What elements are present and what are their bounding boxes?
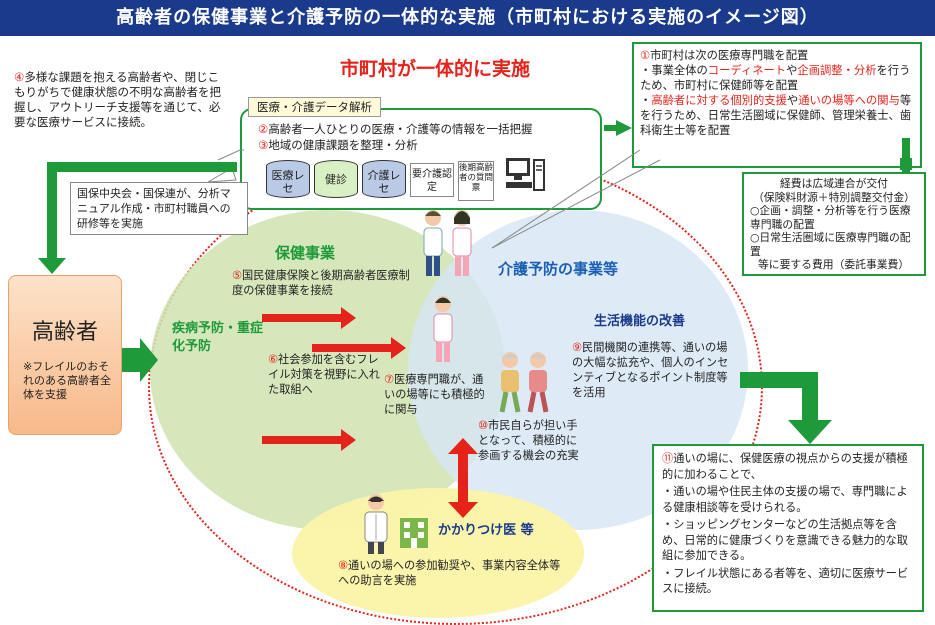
data-item-3-text: 地域の健康課題を整理・分析 [268,138,418,152]
note-5-text: 国民健康保険と後期高齢者医療制度の保健事業を接続 [232,269,410,297]
elderly-note: ※フレイルのおそれのある高齢者全体を支援 [23,360,111,401]
box1-b1-pre: ・事業全体の [640,64,708,77]
computer-icon [506,158,545,191]
main-heading: 市町村が一体的に実施 [339,58,530,80]
note-7-number: ⑦ [384,373,395,386]
note-9-number: ⑨ [572,341,583,354]
kaigo-sub: 生活機能の改善 [594,314,686,329]
data-item-3-number: ③ [258,138,269,152]
kaigo-nintei-box: 要介護認定 [410,163,454,197]
elderly-box: 高齢者 ※フレイルのおそれのある高齢者全体を支援 [8,275,122,435]
kaigo-title: 介護予防の事業等 [498,260,619,278]
database-icon-iryo-rese: 医療レセ [266,160,310,198]
database-icon-kaigo-rese: 介護レセ [362,160,406,198]
health-staff-icon [433,296,453,362]
note-8-text: 通いの場への参加勧奨や、事業内容全体等への助言を実施 [338,559,561,587]
funding-item-1: ○企画・調整・分析等を行う医療専門職の配置 [750,204,911,231]
kayoi-no-ba-box: ⑪通いの場に、保健医療の視点からの支援が積極的に加わることで、 ・通いの場や住民… [652,444,924,612]
hoken-title: 保健事業 [275,244,336,262]
note-4-text: 多様な課題を抱える高齢者や、閉じこもりがちで健康状態の不明な高齢者を把握し、アウ… [14,70,221,129]
funding-box: 経費は広域連合が交付 （保険料財源＋特別調整交付金） ○企画・調整・分析等を行う… [742,172,926,276]
red-arrow-2 [312,337,406,359]
note-9: ⑨民間機関の連携等、通いの場の大幅な拡充や、個人のインセンティブとなるポイント制… [572,340,736,400]
box1-number: ① [640,49,651,62]
box11-bullet-1: ・通いの場や住民主体の支援の場で、専門職による健康相談等を受けられる。 [662,485,908,514]
box1-b1-mid: や [786,64,798,77]
data-item-2-text: 高齢者一人ひとりの医療・介護等の情報を一括把握 [268,122,533,136]
clinic-building-icon [400,518,428,548]
elderly-title: 高齢者 [31,320,98,345]
data-item-2-number: ② [258,122,269,136]
bidirectional-arrow [448,438,478,518]
kokuho-note: 国保中央会・国保連が、分析マニュアル作成・市町村職員への研修等を実施 [70,182,248,235]
box1-b2-post: 等を行うため、日常生活圏域に保健師、管理栄養士、歯科衛生士等を配置 [640,94,912,137]
note-10-number: ⑩ [478,419,489,432]
health-staff-pair-icon [423,210,472,276]
professional-placement-box: ①市町村は次の医療専門職を配置 ・事業全体のコーディネートや企画調整・分析を行う… [632,42,922,168]
doctor-icon [364,494,388,554]
note-7: ⑦医療専門職が、通いの場等にも積極的に関与 [384,372,492,417]
box1-b1-red1: コーディネート [707,64,787,77]
box11-bullet-3: ・フレイル状態にある者等を、適切に医療サービスに接続。 [662,566,909,596]
box11-number: ⑪ [662,452,674,465]
note-5-number: ⑤ [232,269,243,282]
database-icon-kenshin: 健診 [314,160,358,198]
funding-item-2: ○日常生活圏域に医療専門職の配置 [750,231,911,258]
data-item-2: ②高齢者一人ひとりの医療・介護等の情報を一括把握 [258,122,598,137]
data-item-3: ③地域の健康課題を整理・分析 [258,138,598,153]
box11-bullet-2: ・ショッピングセンターなどの生活拠点等を含め、日常的に健康づくりを意識できる魅力… [662,518,908,562]
funding-subtitle: （保険料財源＋特別調整交付金） [753,190,915,204]
note-10-text: 市民自らが担い手となって、積極的に参画する機会の充実 [478,419,579,462]
note-4: ④多様な課題を抱える高齢者や、閉じこもりがちで健康状態の不明な高齢者を把握し、ア… [14,70,224,130]
page-title: 高齢者の保健事業と介護予防の一体的な実施（市町村における実施のイメージ図） [0,0,935,36]
box1-b2-red2: 通いの場等への関与 [798,94,900,107]
data-analysis-label: 医療・介護データ解析 [248,97,381,117]
note-6-text: 社会参加を含むフレイル対策を視野に入れた取組へ [268,353,380,396]
note-5: ⑤国民健康保険と後期高齢者医療制度の保健事業を接続 [232,268,412,298]
kakaritsuke-circle [292,488,584,618]
note-9-text: 民間機関の連携等、通いの場の大幅な拡充や、個人のインセンティブとなるポイント制度… [572,341,729,399]
kakaritsuke-title: かかりつけ医 等 [438,523,534,538]
note-8-number: ⑧ [338,559,349,572]
box11-line1: 通いの場に、保健医療の視点からの支援が積極的に加わることで、 [662,452,908,481]
survey-box: 後期高齢者の質問票 [458,161,494,201]
note-10: ⑩市民自らが担い手となって、積極的に参画する機会の充実 [478,418,582,463]
note-4-number: ④ [14,70,25,84]
box1-b2-mid: や [786,94,799,107]
box1-line1: 市町村は次の医療専門職を配置 [650,49,809,62]
hoken-sub: 疾病予防・重症化予防 [172,321,264,354]
funding-item-3: 等に要する費用（委託事業費） [758,258,910,271]
funding-title: 経費は広域連合が交付 [780,177,888,190]
note-6-number: ⑥ [268,353,279,366]
note-6: ⑥社会参加を含むフレイル対策を視野に入れた取組へ [268,352,380,397]
red-arrow-1 [262,307,356,329]
note-7-text: 医療専門職が、通いの場等にも積極的に関与 [384,373,485,416]
box1-b1-post: を行うため、市町村に保健師等を配置 [640,64,911,92]
box1-b2-pre: ・ [640,94,652,107]
elderly-people-icon [499,352,549,413]
box1-b1-red2: 企画調整・分析 [797,64,877,77]
box1-b2-red1: 高齢者に対する個別的支援 [651,94,787,107]
red-arrow-3 [262,429,356,451]
note-8: ⑧通いの場への参加勧奨や、事業内容全体等への助言を実施 [338,558,570,588]
